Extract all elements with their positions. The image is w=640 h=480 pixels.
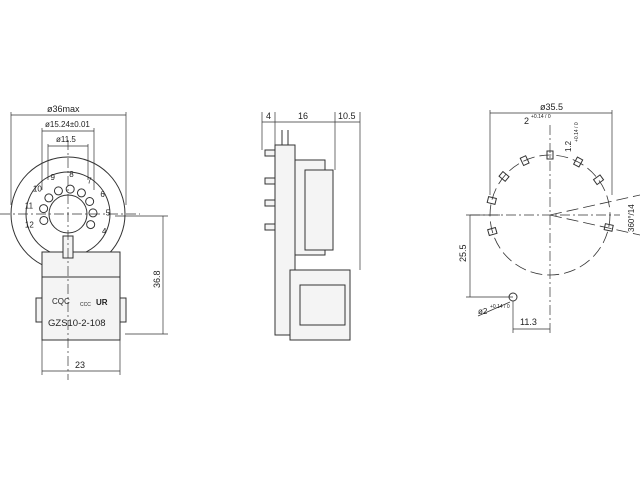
pin-contact bbox=[65, 184, 75, 194]
dim-hole: ø2 bbox=[478, 307, 488, 316]
pin-contact bbox=[39, 204, 49, 214]
part-number: GZS10-2-108 bbox=[48, 318, 106, 329]
side-view: 4 16 10.5 bbox=[261, 111, 361, 341]
dim-slot-width: 2 bbox=[524, 116, 529, 126]
pin-number: 6 bbox=[100, 190, 105, 199]
pin-number: 12 bbox=[25, 220, 34, 229]
cqc-mark: CQC bbox=[52, 297, 70, 306]
dim-slot-height: 1.2 bbox=[564, 140, 573, 152]
dim-angle: 360°/14 bbox=[627, 204, 636, 232]
pin-contact bbox=[76, 188, 86, 198]
dim-horizontal: 11.3 bbox=[520, 317, 537, 327]
pin-contact bbox=[44, 193, 54, 203]
socket-body bbox=[41, 251, 121, 341]
front-view: 4 567 8 9 10 11 12 CQC CCC UR GZS10-2-108 ø36m… bbox=[0, 104, 168, 380]
pin-number: 7 bbox=[87, 176, 92, 185]
pin-number: 9 bbox=[50, 173, 55, 182]
mounting-slot bbox=[603, 223, 614, 232]
pin-contact bbox=[39, 215, 49, 225]
ccc-mark: CCC bbox=[80, 302, 91, 308]
dim-pin-circle: ø15.24±0.01 bbox=[45, 120, 90, 129]
panel-cutout-view: 360°/14 ø35.5 2 +0.14 / 0 1.2 +0.14 / 0 … bbox=[458, 102, 640, 335]
mounting-slot bbox=[519, 155, 530, 167]
pin-contact bbox=[85, 197, 95, 206]
pin-contact bbox=[88, 208, 98, 218]
dim-height: 36.8 bbox=[152, 270, 162, 288]
dim-diameter: ø35.5 bbox=[540, 102, 563, 112]
dim-c: 10.5 bbox=[338, 111, 356, 121]
dim-width: 23 bbox=[75, 360, 85, 370]
dim-slot-width-tol: +0.14 / 0 bbox=[531, 114, 551, 120]
dim-center-hole: ø11.5 bbox=[56, 135, 76, 144]
dim-a: 4 bbox=[266, 111, 271, 121]
dim-b: 16 bbox=[298, 111, 308, 121]
mounting-slot bbox=[592, 174, 605, 186]
pin-contacts: 4 567 8 9 10 11 12 bbox=[25, 170, 111, 236]
mounting-slot bbox=[572, 156, 584, 168]
pin-number: 10 bbox=[33, 184, 42, 193]
pin-contact bbox=[53, 186, 63, 196]
pin-contact bbox=[86, 220, 96, 230]
pin-number: 11 bbox=[25, 201, 34, 210]
dim-slot-height-tol: +0.14 / 0 bbox=[574, 122, 580, 142]
pin-number: 8 bbox=[69, 170, 74, 179]
dim-outer-diameter: ø36max bbox=[47, 104, 80, 114]
mounting-slot bbox=[486, 195, 497, 205]
dim-vertical: 25.5 bbox=[458, 244, 468, 262]
pin-number: 4 bbox=[102, 227, 107, 236]
mounting-slot bbox=[498, 170, 510, 183]
dim-hole-tol: +0.14 / 0 bbox=[490, 304, 510, 310]
pin-number: 5 bbox=[106, 208, 111, 217]
mounting-slot bbox=[487, 226, 498, 237]
ur-mark: UR bbox=[96, 298, 108, 307]
